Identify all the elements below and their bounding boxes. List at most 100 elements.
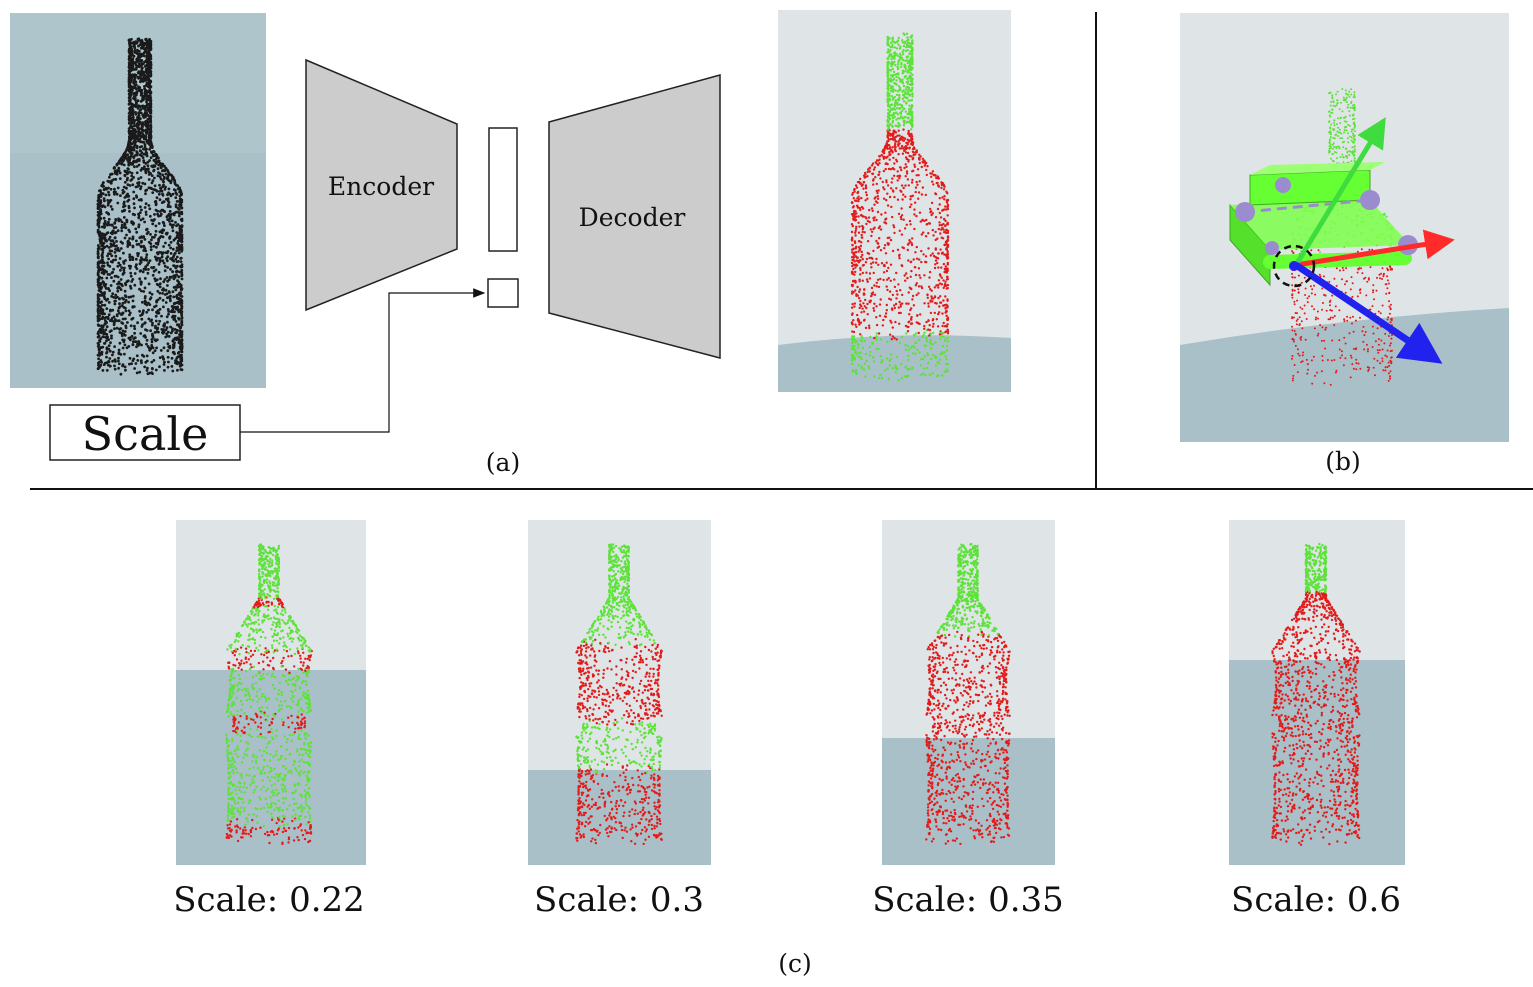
point [166,308,170,311]
point [111,350,115,354]
point [96,335,100,339]
point [1373,357,1376,360]
point [171,369,175,373]
point [97,224,101,227]
point [891,36,894,39]
point [162,177,166,180]
point [913,163,916,166]
point [1387,335,1390,337]
point [925,161,928,165]
point [97,348,101,352]
point [1352,367,1355,370]
point [132,148,136,152]
point [921,219,924,222]
point [140,151,144,155]
point [918,351,921,354]
point [113,345,116,348]
point [131,244,135,248]
point [1342,161,1345,164]
point [945,241,948,245]
point [890,79,893,82]
point [1294,276,1296,279]
point [894,124,897,127]
point [1386,275,1389,278]
point [173,328,177,331]
point [131,294,135,298]
point [1347,123,1349,126]
point [1353,139,1356,142]
point [144,169,148,173]
point [906,146,909,150]
point [113,236,117,240]
point [171,247,175,251]
point [886,101,890,104]
point [180,263,184,266]
point [908,111,911,115]
point [938,337,942,341]
point [1345,129,1348,132]
point [893,306,896,310]
point [1344,283,1346,286]
point [886,38,890,41]
point [940,186,943,190]
point [944,280,947,283]
point [100,184,104,188]
point [872,249,875,253]
point [891,74,895,77]
point [140,125,144,129]
point [919,313,922,316]
point [127,115,131,119]
point [927,302,930,305]
point [923,355,927,358]
point [1335,157,1338,160]
point [154,324,157,328]
point [117,162,121,165]
point [114,360,117,363]
point [166,365,170,369]
point [98,261,101,265]
point [123,208,127,212]
point [906,276,909,280]
point [148,82,152,85]
point [166,214,170,218]
point [1355,358,1358,361]
point [866,280,869,283]
point [946,267,949,270]
point [904,49,908,53]
point [1304,294,1307,296]
point [170,219,174,223]
point [853,357,857,360]
point [180,298,184,302]
point [886,278,889,281]
point [134,83,138,87]
point [920,249,923,253]
point [906,344,909,348]
point [162,357,165,360]
point [1291,329,1294,332]
point [910,104,914,107]
point [174,285,178,289]
point [920,286,924,290]
point [112,226,116,230]
point [909,118,913,121]
point [1297,288,1300,291]
point [100,300,103,304]
point [165,259,169,263]
point [164,197,168,201]
point [886,123,889,126]
point [1306,297,1309,300]
point [932,183,935,186]
point [97,297,101,301]
point [933,311,936,315]
point [1349,376,1352,379]
point [903,119,906,123]
point [155,196,159,200]
point [892,174,896,177]
point [908,313,911,316]
point [913,227,916,231]
point [1344,342,1347,345]
point [151,332,154,336]
point [145,104,149,108]
point [101,251,105,254]
point [942,222,945,226]
